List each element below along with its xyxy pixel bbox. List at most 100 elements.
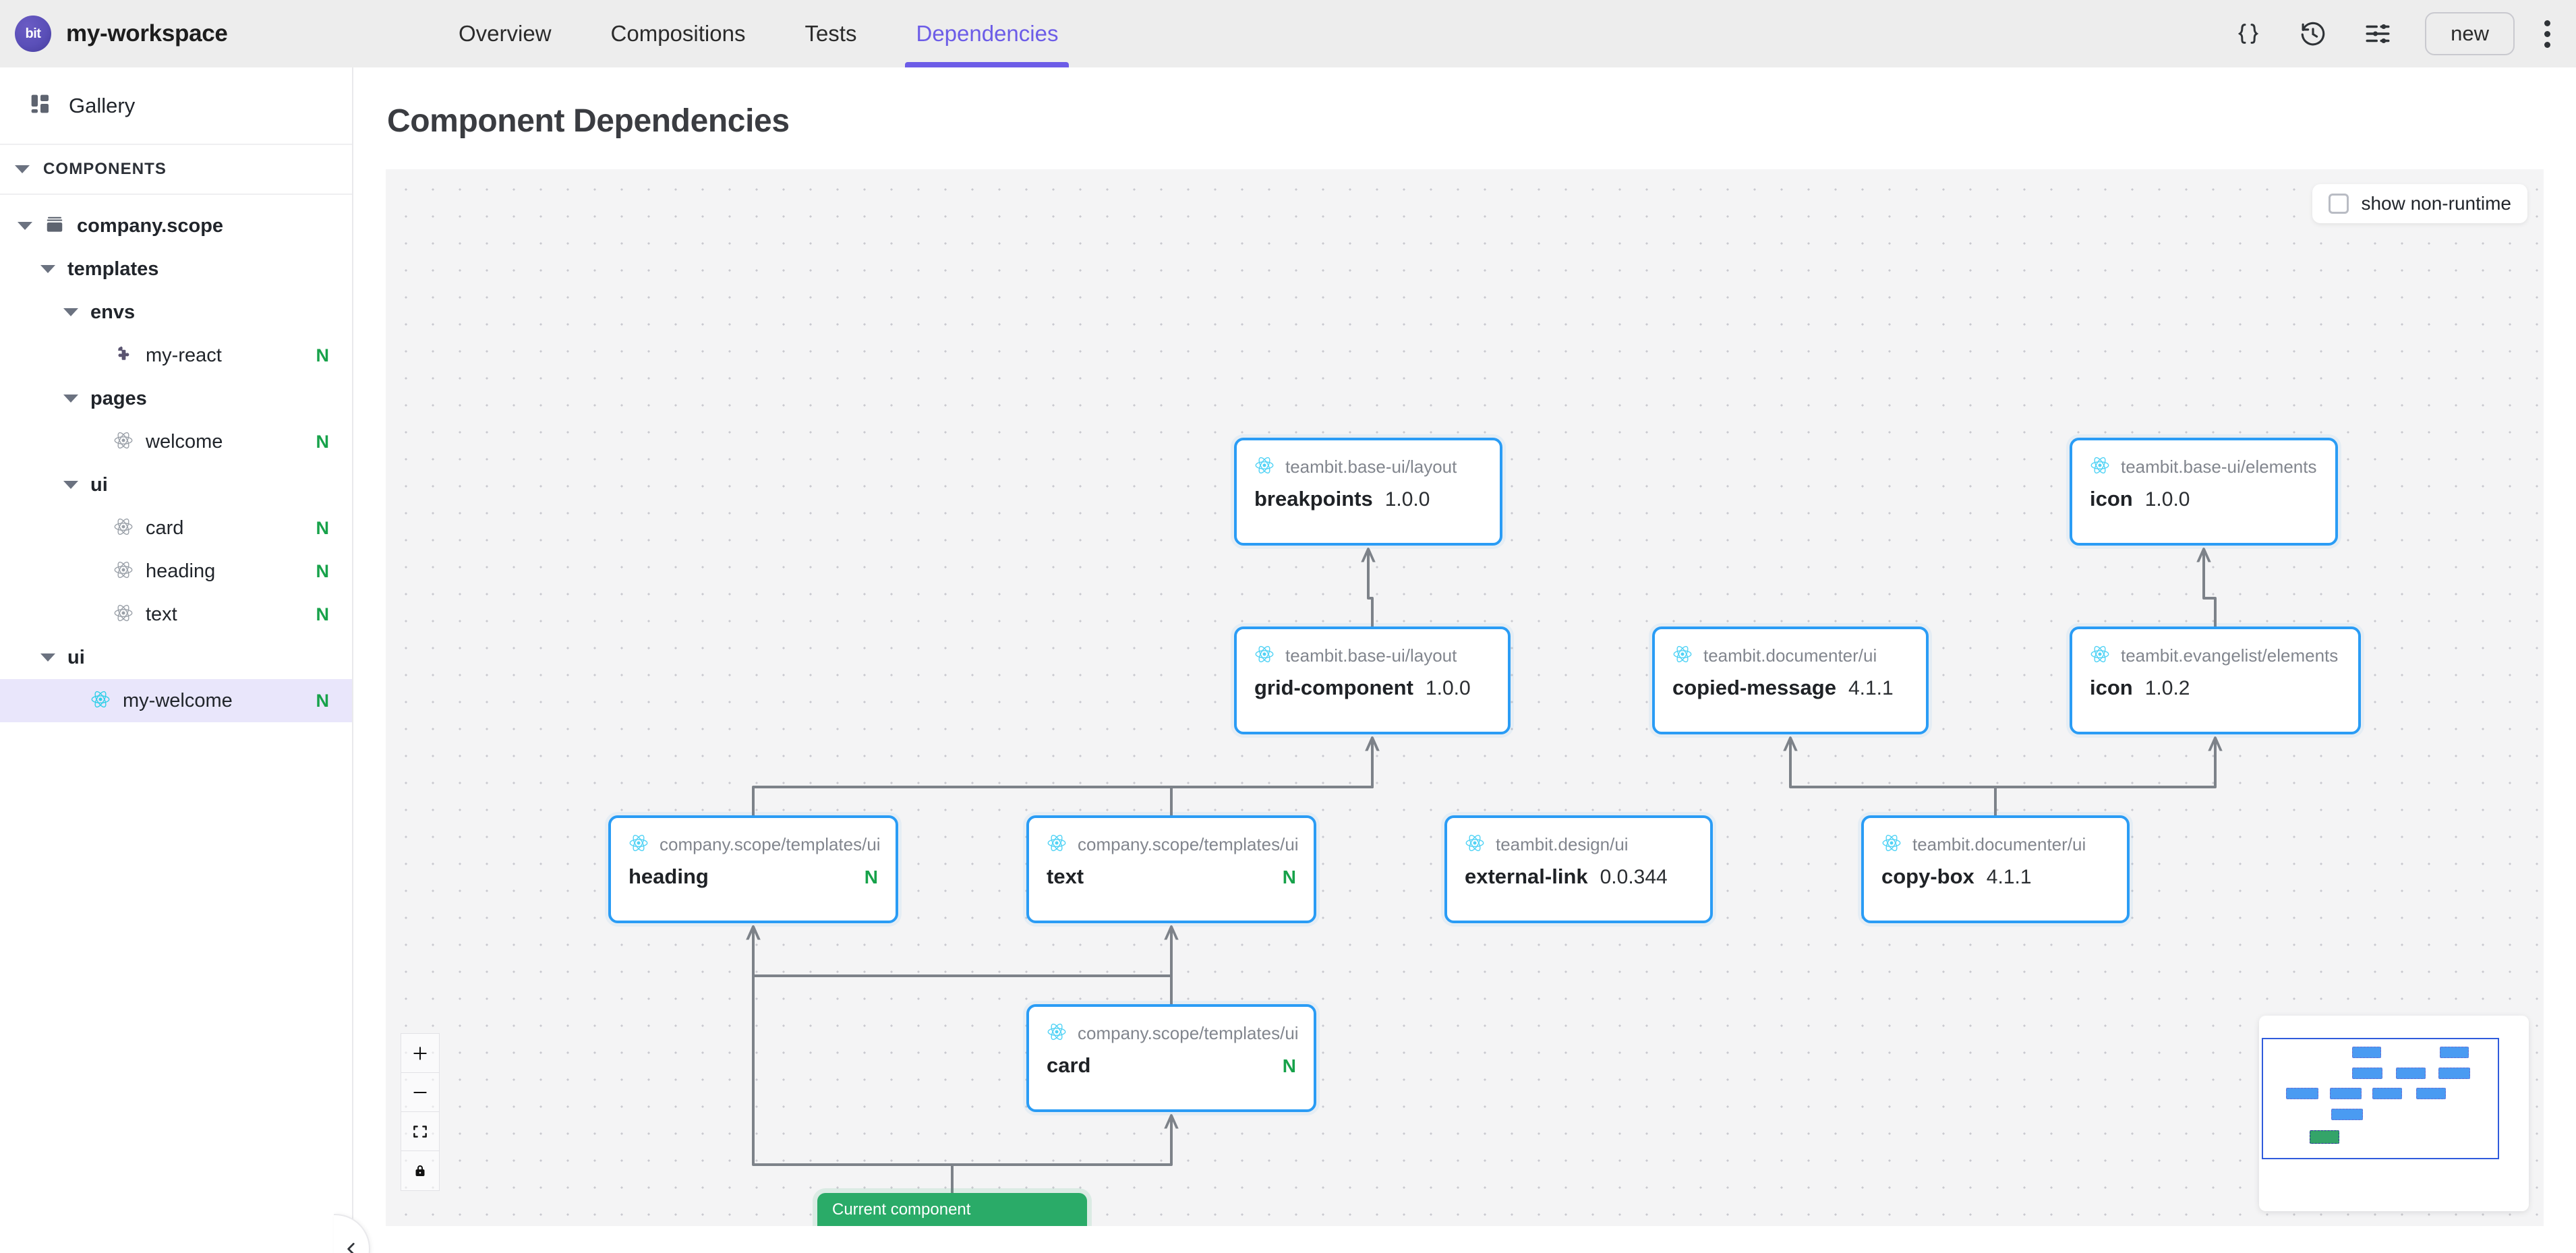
minimap-viewport[interactable]	[2262, 1038, 2499, 1159]
app-shell: Gallery COMPONENTS company.scope template…	[0, 67, 2576, 1253]
sidebar-item-label: my-react	[146, 344, 222, 366]
tab-compositions[interactable]: Compositions	[610, 21, 746, 46]
components-section-header[interactable]: COMPONENTS	[0, 145, 352, 195]
react-icon	[1465, 833, 1485, 856]
show-non-runtime-toggle[interactable]: show non-runtime	[2312, 184, 2527, 223]
sidebar-item-ui[interactable]: ui	[0, 463, 352, 506]
tab-overview[interactable]: Overview	[459, 21, 552, 46]
sidebar-item-templates[interactable]: templates	[0, 247, 352, 291]
graph-edge-my-welcome-to-heading	[753, 927, 954, 1193]
graph-edge-text-to-grid-component	[1170, 738, 1372, 815]
chevron-down-icon	[15, 165, 30, 173]
sidebar-item-gallery[interactable]: Gallery	[0, 67, 352, 145]
lock-button[interactable]	[401, 1151, 439, 1190]
workspace-brand[interactable]: bit my-workspace	[0, 16, 353, 52]
graph-controls	[401, 1033, 440, 1191]
history-icon[interactable]	[2295, 16, 2331, 51]
code-braces-icon[interactable]	[2231, 16, 2266, 51]
sidebar-item-card[interactable]: card N	[0, 506, 352, 550]
node-scope: teambit.base-ui/elements	[2121, 457, 2317, 477]
graph-minimap[interactable]	[2259, 1016, 2529, 1211]
sidebar-item-label: templates	[67, 258, 159, 280]
node-scope: teambit.evangelist/elements	[2121, 645, 2339, 666]
node-name: external-link	[1465, 865, 1588, 888]
new-badge: N	[316, 560, 330, 581]
chevron-down-icon[interactable]	[63, 481, 78, 489]
sidebar-item-company-scope[interactable]: company.scope	[0, 204, 352, 247]
sidebar-item-label: ui	[90, 473, 108, 496]
node-version: 1.0.0	[2144, 488, 2190, 511]
sidebar-item-label-gallery: Gallery	[69, 93, 136, 117]
chevron-down-icon[interactable]	[18, 222, 32, 230]
node-scope: teambit.documenter/ui	[1703, 645, 1877, 666]
new-badge: N	[316, 517, 330, 538]
minimap-node	[2286, 1088, 2318, 1099]
chevron-down-icon[interactable]	[40, 265, 55, 273]
react-icon	[113, 560, 134, 583]
sidebar-item-label: card	[146, 517, 184, 539]
fit-view-button[interactable]	[401, 1112, 439, 1151]
page-title: Component Dependencies	[387, 103, 790, 139]
show-non-runtime-checkbox[interactable]	[2329, 194, 2349, 214]
sidebar-item-label: ui	[67, 646, 85, 668]
new-badge: N	[1282, 1055, 1296, 1076]
react-icon	[113, 517, 134, 540]
bit-logo: bit	[15, 16, 51, 52]
graph-edge-card-to-heading	[753, 927, 1173, 1004]
puzzle-icon	[113, 344, 134, 368]
more-options-icon[interactable]	[2544, 20, 2550, 48]
graph-node-my-welcome[interactable]: Current componentcompany.scope/uimy-welc…	[817, 1193, 1087, 1226]
new-badge: N	[1282, 867, 1296, 887]
react-icon	[1254, 644, 1275, 668]
new-badge: N	[316, 431, 330, 452]
react-icon	[1881, 833, 1902, 856]
tab-dependencies[interactable]: Dependencies	[886, 0, 1088, 67]
scope-box-icon	[45, 214, 65, 238]
sidebar-item-ui[interactable]: ui	[0, 636, 352, 679]
minimap-node	[2310, 1130, 2339, 1144]
node-version: 4.1.1	[1848, 677, 1894, 699]
react-icon	[1047, 833, 1067, 856]
chevron-down-icon[interactable]	[63, 395, 78, 403]
node-version: 1.0.0	[1384, 488, 1430, 511]
top-bar: bit my-workspace Overview Compositions Tes…	[0, 0, 2576, 67]
new-badge: N	[864, 867, 878, 887]
sidebar-item-label: my-welcome	[123, 689, 233, 711]
node-scope: company.scope/templates/ui	[1078, 834, 1299, 854]
chevron-down-icon[interactable]	[63, 308, 78, 316]
react-icon	[1254, 455, 1275, 479]
minimap-node	[2352, 1047, 2381, 1058]
new-button[interactable]: new	[2425, 12, 2515, 55]
dependency-graph-canvas[interactable]: show non-runtime	[386, 169, 2544, 1226]
tab-tests[interactable]: Tests	[804, 21, 857, 46]
sidebar-item-pages[interactable]: pages	[0, 377, 352, 420]
sidebar-item-envs[interactable]: envs	[0, 291, 352, 334]
new-badge: N	[316, 345, 330, 366]
zoom-out-button[interactable]	[401, 1073, 439, 1112]
settings-sliders-icon[interactable]	[2360, 16, 2395, 51]
chevron-down-icon[interactable]	[40, 653, 55, 662]
node-name: icon	[2090, 676, 2133, 699]
sidebar-item-my-react[interactable]: my-react N	[0, 334, 352, 377]
minimap-node	[2331, 1109, 2363, 1120]
node-scope: teambit.documenter/ui	[1912, 834, 2086, 854]
zoom-in-button[interactable]	[401, 1034, 439, 1073]
new-badge: N	[316, 604, 330, 624]
react-icon	[2090, 644, 2110, 668]
current-component-label: Current component	[832, 1200, 971, 1219]
